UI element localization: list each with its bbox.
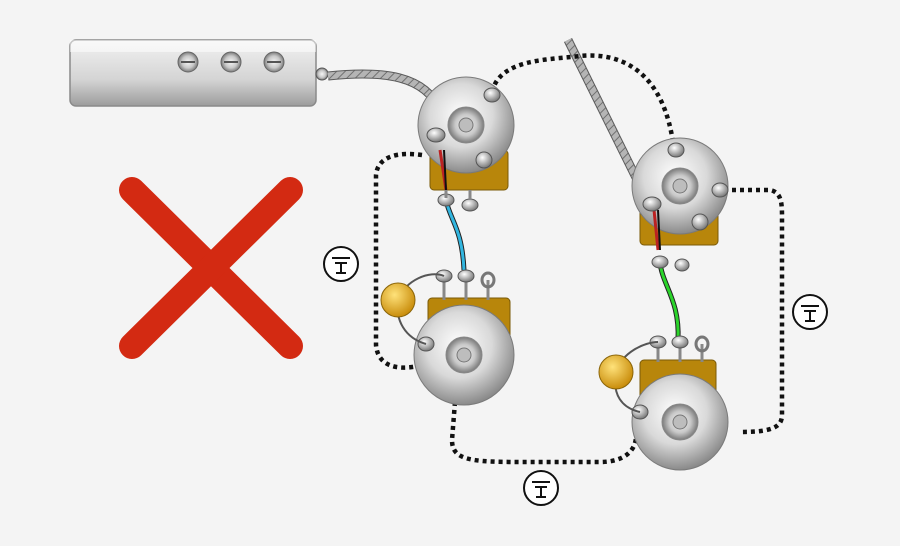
potentiometer-4 bbox=[631, 335, 729, 471]
capacitor-right bbox=[598, 341, 659, 413]
potentiometer-1 bbox=[417, 76, 515, 212]
signal-wire-left bbox=[443, 199, 467, 271]
pickup-screw-icon bbox=[263, 51, 285, 73]
ground-wire-top bbox=[489, 53, 677, 151]
ground-wire-right bbox=[732, 187, 785, 435]
humbucker-pickup-icon bbox=[69, 39, 329, 107]
ground-icon bbox=[792, 294, 828, 330]
signal-wire-right bbox=[657, 261, 681, 341]
potentiometer-2 bbox=[413, 269, 515, 406]
ground-icon bbox=[523, 470, 559, 506]
ground-wire-bottom bbox=[449, 401, 639, 465]
capacitor-left bbox=[380, 273, 445, 345]
ground-icon bbox=[323, 246, 359, 282]
potentiometer-3 bbox=[631, 137, 729, 272]
x-cross-icon bbox=[119, 177, 303, 359]
ground-wires bbox=[373, 53, 785, 465]
pickup-screw-icon bbox=[220, 51, 242, 73]
pickup-screw-icon bbox=[177, 51, 199, 73]
cable-clamp-icon bbox=[315, 67, 329, 81]
ground-wire-left bbox=[373, 151, 423, 370]
